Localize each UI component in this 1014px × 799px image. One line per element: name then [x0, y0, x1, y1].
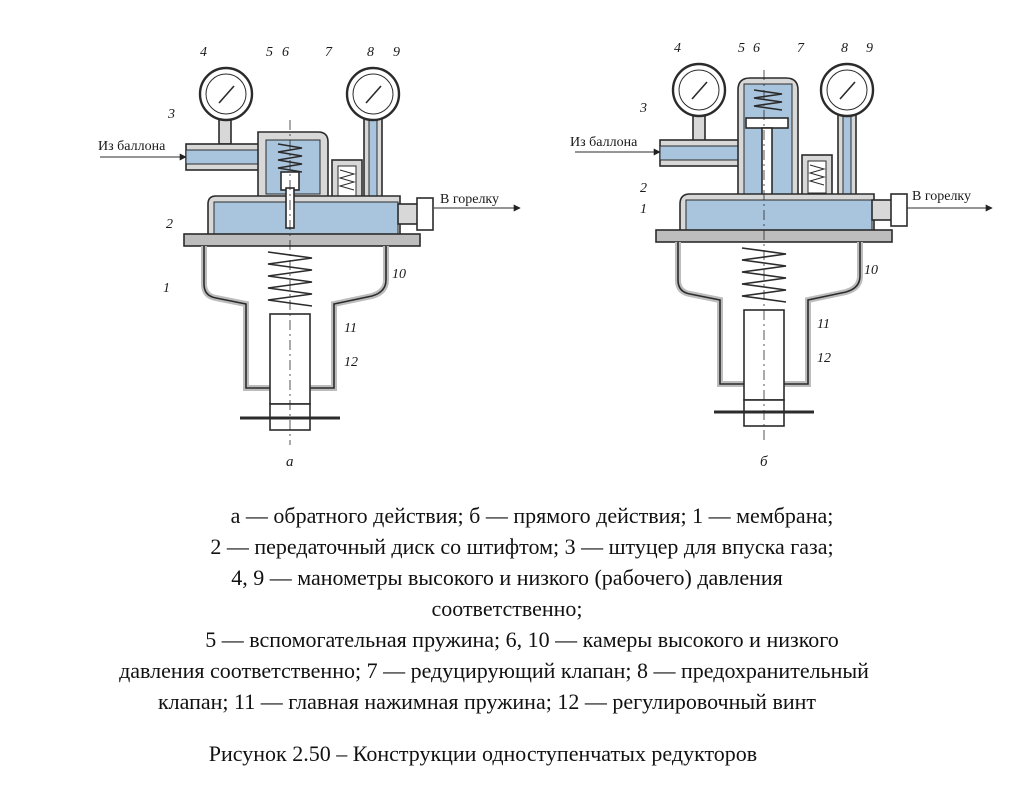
reducer-b [575, 62, 993, 440]
safety-valve-8 [331, 159, 363, 201]
sublabel-b: б [760, 454, 768, 470]
auxiliary-spring-5 [277, 143, 303, 173]
part-label-11-a: 11 [344, 321, 357, 336]
flow-out-label-b: В горелку [912, 189, 971, 204]
legend-line: 5 — вспомогательная пружина; 6, 10 — кам… [205, 627, 839, 652]
part-label-12-a: 12 [344, 355, 358, 370]
part-label-5-a: 5 [266, 45, 273, 60]
part-label-6-a: 6 [282, 45, 289, 60]
membrane-1 [183, 233, 421, 247]
part-label-9-a: 9 [393, 45, 400, 60]
part-label-7-b: 7 [797, 41, 805, 56]
legend-line: давления соответственно; 7 — редуцирующи… [119, 658, 869, 683]
part-label-3-b: 3 [639, 101, 647, 116]
legend: а — обратного действия; б — прямого дейс… [0, 500, 1014, 717]
reducer-diagram: Из баллона В горелку 1 2 3 4 5 6 7 8 9 1… [98, 41, 993, 470]
high-pressure-gauge-4 [198, 66, 254, 145]
part-label-2-a: 2 [166, 217, 173, 232]
labels-a: Из баллона В горелку 1 2 3 4 5 6 7 8 9 1… [98, 45, 499, 470]
part-label-8-a: 8 [367, 45, 374, 60]
safety-valve-8-b [801, 154, 833, 198]
part-label-1-b: 1 [640, 202, 647, 217]
auxiliary-spring-5-b [753, 89, 783, 111]
membrane-1-b [655, 229, 893, 243]
legend-line: а — обратного действия; б — прямого дейс… [230, 503, 834, 528]
high-pressure-gauge-4-b [671, 62, 727, 143]
part-label-11-b: 11 [817, 317, 830, 332]
part-label-6-b: 6 [753, 41, 760, 56]
sublabel-a: а [286, 454, 294, 470]
part-label-4-a: 4 [200, 45, 207, 60]
flow-in-label-a: Из баллона [98, 139, 166, 154]
legend-line: 2 — передаточный диск со штифтом; 3 — шт… [210, 534, 834, 559]
part-label-7-a: 7 [325, 45, 333, 60]
figure-caption: Рисунок 2.50 – Конструкции одноступенчат… [208, 741, 758, 766]
part-label-10-b: 10 [864, 263, 878, 278]
part-label-12-b: 12 [817, 351, 831, 366]
flow-in-label-b: Из баллона [570, 135, 638, 150]
labels-b: Из баллона В горелку 1 2 3 4 5 6 7 8 9 1… [570, 41, 971, 470]
legend-line: клапан; 11 — главная нажимная пружина; 1… [157, 689, 817, 714]
part-label-10-a: 10 [392, 267, 406, 282]
legend-line: соответственно; [431, 596, 583, 621]
flow-out-label-a: В горелку [440, 192, 499, 207]
part-label-3-a: 3 [167, 107, 175, 122]
inlet-fitting-3-b [659, 139, 741, 167]
part-label-9-b: 9 [866, 41, 873, 56]
inlet-fitting-3 [185, 143, 267, 171]
part-label-8-b: 8 [841, 41, 848, 56]
legend-line: 4, 9 — манометры высокого и низкого (раб… [231, 565, 783, 590]
low-pressure-gauge-9 [345, 66, 401, 213]
part-label-1-a: 1 [163, 281, 170, 296]
reducer-a [100, 66, 521, 445]
part-label-2-b: 2 [640, 181, 647, 196]
part-label-4-b: 4 [674, 41, 681, 56]
part-label-5-b: 5 [738, 41, 745, 56]
